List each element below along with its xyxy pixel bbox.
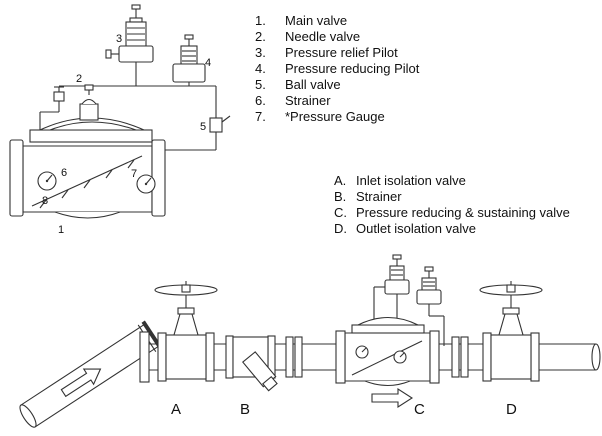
pipeline-label-b: B <box>240 401 250 418</box>
legend-label: Outlet isolation valve <box>356 221 476 236</box>
callout-6: 6 <box>61 167 67 179</box>
legend-row: A. Inlet isolation valve <box>334 173 570 189</box>
pressure-reducing-pilot <box>172 34 206 83</box>
legend-label: Pressure reducing Pilot <box>285 61 420 76</box>
pressure-gauge-right <box>136 174 156 194</box>
pressure-reducing-sustaining-valve <box>335 254 445 409</box>
callout-8: 8 <box>42 195 48 207</box>
numbered-legend: 1. Main valve 2. Needle valve 3. Pressure r… <box>255 13 419 125</box>
legend-row: D. Outlet isolation valve <box>334 221 570 237</box>
legend-label: Needle valve <box>285 29 361 44</box>
callout-7: 7 <box>131 168 137 180</box>
callout-1: 1 <box>58 224 64 236</box>
pipeline-schematic: A B C D <box>19 254 601 428</box>
legend-label: Pressure relief Pilot <box>285 45 398 60</box>
callout-2: 2 <box>76 73 82 85</box>
legend-label: Ball valve <box>285 77 341 92</box>
legend-num: A. <box>334 173 347 188</box>
legend-num: 6. <box>255 93 266 108</box>
legend-row: C. Pressure reducing & sustaining valve <box>334 205 570 221</box>
needle-valve <box>53 86 65 102</box>
legend-row: B. Strainer <box>334 189 570 205</box>
legend-num: 2. <box>255 29 266 44</box>
second-pilot-on-valve-c <box>416 266 442 305</box>
legend-label: Pressure reducing & sustaining valve <box>356 205 570 220</box>
legend-label: *Pressure Gauge <box>285 109 385 124</box>
inlet-pipe-diagonal <box>19 320 163 428</box>
legend-label: Main valve <box>285 13 348 28</box>
callout-4: 4 <box>205 57 211 69</box>
callout-3: 3 <box>116 33 122 45</box>
flange-pair <box>285 336 303 378</box>
flange-pair <box>451 336 469 378</box>
legend-row: 1. Main valve <box>255 13 419 29</box>
legend-num: 4. <box>255 61 266 76</box>
legend-label: Strainer <box>285 93 331 108</box>
legend-num: 7. <box>255 109 266 124</box>
outlet-isolation-valve <box>479 281 543 382</box>
pipeline-label-d: D <box>506 401 517 418</box>
callout-5: 5 <box>200 121 206 133</box>
pipeline-label-a: A <box>171 401 181 418</box>
y-strainer <box>225 335 278 392</box>
pilot-on-valve-c <box>384 254 410 295</box>
legend-num: D. <box>334 221 347 236</box>
legend-row: 6. Strainer <box>255 93 419 109</box>
pressure-relief-pilot <box>105 4 154 63</box>
flow-arrow-icon <box>371 387 414 409</box>
main-valve-body <box>9 84 166 219</box>
pressure-gauge-left <box>37 171 57 191</box>
legend-row: 5. Ball valve <box>255 77 419 93</box>
legend-num: 3. <box>255 45 266 60</box>
pipeline-label-c: C <box>414 401 425 418</box>
ball-valve <box>209 115 231 133</box>
legend-num: B. <box>334 189 347 204</box>
legend-label: Inlet isolation valve <box>356 173 466 188</box>
legend-row: 2. Needle valve <box>255 29 419 45</box>
flow-arrow-icon <box>60 368 102 398</box>
legend-num: 1. <box>255 13 266 28</box>
legend-row: 7. *Pressure Gauge <box>255 109 419 125</box>
legend-row: 3. Pressure relief Pilot <box>255 45 419 61</box>
legend-row: 4. Pressure reducing Pilot <box>255 61 419 77</box>
legend-num: C. <box>334 205 347 220</box>
legend-num: 5. <box>255 77 266 92</box>
valve-detail-drawing: 3 4 2 5 6 7 8 1 <box>9 4 231 236</box>
inlet-isolation-valve <box>154 281 218 382</box>
lettered-legend: A. Inlet isolation valve B. Strainer C. Pre… <box>334 173 570 237</box>
legend-label: Strainer <box>356 189 402 204</box>
